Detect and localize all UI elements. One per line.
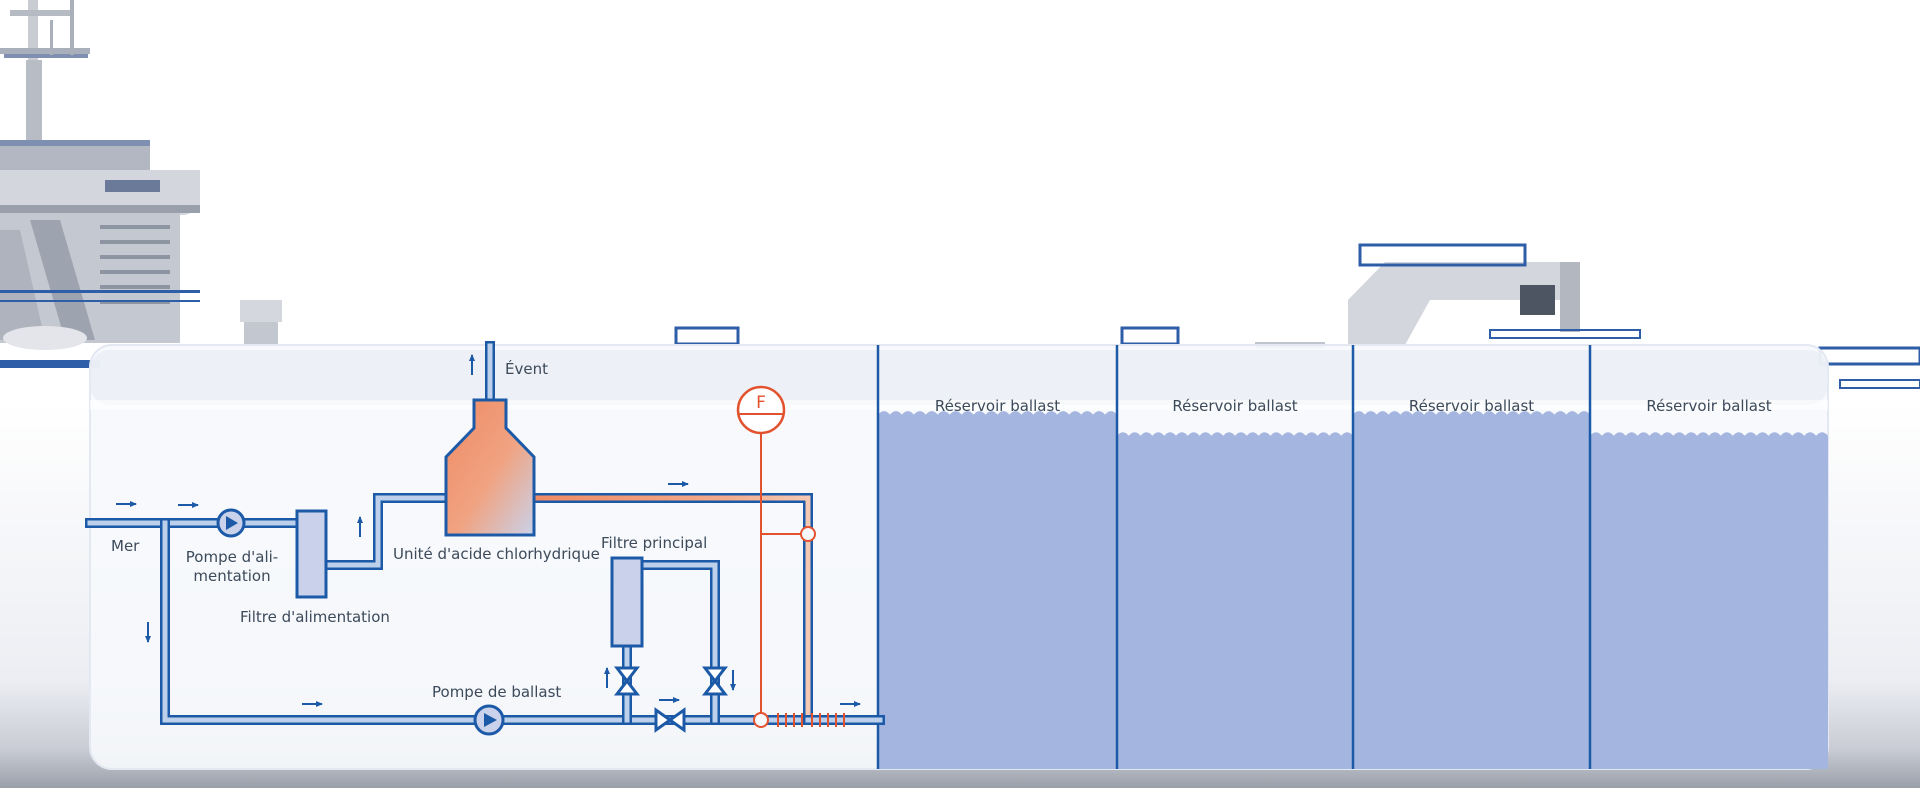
ballast-water-2 [1117, 432, 1353, 769]
main-filter [610, 556, 644, 648]
feed-pump-label-line2: mentation [193, 567, 270, 585]
ballast-tank-2: Réservoir ballast [1117, 397, 1353, 769]
valve-bypass [654, 707, 686, 733]
ballast-tank-4: Réservoir ballast [1590, 397, 1828, 769]
ballast-tank-label: Réservoir ballast [1646, 397, 1771, 415]
flow-control-line [753, 432, 816, 728]
feed-filter [295, 509, 328, 599]
ballast-tanks: Réservoir ballast Réservoir ballast Réserv… [876, 345, 1828, 769]
hcl-unit-label: Unité d'acide chlorhydrique [393, 545, 600, 563]
hcl-unit [444, 398, 536, 537]
ballast-tank-label: Réservoir ballast [1409, 397, 1534, 415]
vent-label: Évent [505, 359, 548, 378]
ballast-tank-label: Réservoir ballast [1172, 397, 1297, 415]
valve-main-filter-inlet [613, 666, 641, 696]
valve-main-filter-outlet [701, 666, 729, 696]
ballast-pump-label: Pompe de ballast [432, 683, 561, 701]
injection-mixer [777, 713, 845, 727]
ballast-water-4 [1590, 432, 1828, 769]
ballast-tank-label: Réservoir ballast [935, 397, 1060, 415]
ballast-tank-1: Réservoir ballast [878, 397, 1117, 769]
ballast-tank-3: Réservoir ballast [1353, 397, 1590, 769]
sea-label: Mer [111, 537, 140, 555]
main-filter-label: Filtre principal [601, 534, 707, 552]
ballast-water-1 [878, 411, 1117, 769]
flow-meter-label: F [756, 393, 766, 413]
ballast-pump [473, 704, 505, 736]
feed-pump-label-line1: Pompe d'ali- [186, 548, 278, 566]
feed-filter-label: Filtre d'alimentation [240, 608, 390, 626]
flow-meter: F [736, 385, 786, 435]
feed-pump [216, 508, 246, 538]
flow-arrows [116, 354, 861, 707]
ship-bridge-superstructure [0, 0, 282, 368]
ballast-water-3 [1353, 411, 1590, 769]
